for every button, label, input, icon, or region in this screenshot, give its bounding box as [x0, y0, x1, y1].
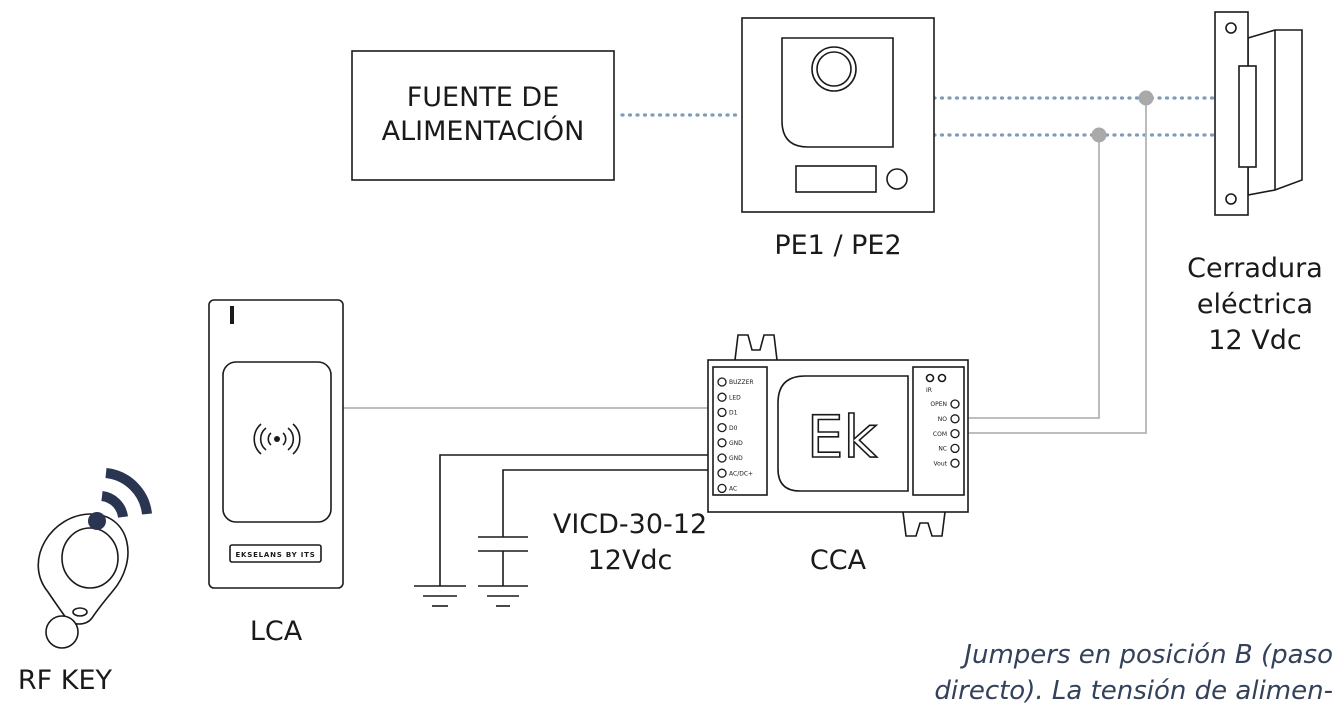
camera-ring-inner — [816, 51, 852, 87]
power-supply-line1: FUENTE DE — [406, 82, 560, 113]
ir-led-2 — [937, 373, 947, 383]
right-terminal-label: OPEN — [930, 401, 947, 408]
acdc-wire — [502, 469, 708, 537]
right-terminal-hole — [950, 414, 960, 424]
right-terminals: OPEN NO COM NC Vout — [930, 399, 960, 468]
ir-led-1 — [925, 373, 935, 383]
reader-brand-text: EKSELANS BY ITS — [235, 551, 315, 559]
left-terminal-hole — [717, 438, 727, 448]
lock-screw-bottom — [1225, 193, 1237, 205]
nfc-wave-right-3 — [292, 423, 301, 455]
wifi-icon — [88, 468, 152, 530]
left-terminal-hole — [717, 468, 727, 478]
right-terminal-block — [912, 366, 965, 496]
key-fob-hole — [72, 607, 88, 617]
nfc-wave-right-2 — [287, 427, 295, 451]
psu-small-line2: 12Vdc — [587, 545, 673, 576]
lock-screw-top — [1225, 22, 1237, 34]
right-terminal-label: COM — [933, 431, 947, 438]
gnd-wire — [439, 454, 708, 586]
ir-label: IR — [926, 387, 932, 394]
right-terminal-hole — [950, 399, 960, 409]
right-terminal-label: NO — [938, 416, 947, 423]
left-terminal-hole — [717, 422, 727, 433]
controller-body — [707, 359, 969, 513]
panel-label: PE1 / PE2 — [774, 230, 902, 261]
logo-plate — [777, 375, 909, 492]
dotted-links — [620, 96, 1217, 137]
rf-key — [37, 513, 129, 649]
left-terminal-label: D0 — [729, 425, 738, 432]
lock-latch-slot — [1238, 65, 1257, 168]
controller-logo: Ek — [807, 403, 878, 471]
left-terminal-label: LED — [729, 394, 741, 401]
key-ring — [45, 615, 79, 649]
left-terminal-label: GND — [729, 440, 743, 447]
left-terminal-hole — [717, 377, 727, 387]
reader-lca — [208, 299, 344, 589]
left-terminal-label: AC/DC+ — [729, 470, 753, 477]
power-supply-box — [351, 50, 615, 181]
door-panel — [741, 17, 935, 213]
controller-cca — [707, 334, 969, 537]
controller-label: CCA — [809, 545, 867, 576]
left-terminal-label: D1 — [729, 410, 738, 417]
nameplate — [795, 165, 877, 193]
right-terminal-hole — [950, 458, 960, 468]
jumpers-note: Jumpers en posición B (paso directo). La… — [934, 637, 1333, 709]
right-terminal-label: Vout — [934, 460, 948, 467]
mount-tab-bottom — [902, 511, 946, 537]
left-terminal-label: GND — [729, 455, 743, 462]
left-terminal-hole — [717, 453, 727, 463]
left-terminal-hole — [717, 407, 727, 418]
note-line1: Jumpers en posición B (paso — [964, 640, 1333, 670]
junction-top — [1138, 90, 1154, 106]
right-terminal-hole — [950, 428, 960, 439]
left-terminal-label: BUZZER — [729, 379, 754, 386]
power-supply-line2: ALIMENTACIÓN — [381, 116, 585, 147]
reader-card-area — [222, 361, 332, 523]
panel-camera-plate — [781, 37, 894, 148]
right-terminal-label: NC — [938, 446, 947, 453]
no-to-lock-wire — [968, 135, 1100, 419]
nfc-dot — [274, 436, 280, 442]
junction-bottom — [1091, 127, 1107, 143]
psu-small-line1: VICD-30-12 — [552, 509, 708, 540]
nfc-wave-right-1 — [282, 432, 287, 446]
note-line2: directo). La tensión de alimen- — [934, 676, 1333, 706]
left-terminal-label: AC — [729, 486, 737, 493]
left-terminal-hole — [717, 392, 727, 402]
power-supply-label: FUENTE DE ALIMENTACIÓN — [352, 81, 614, 149]
nfc-wave-left-3 — [253, 423, 262, 455]
wires — [343, 98, 1147, 434]
rfkey-label: RF KEY — [17, 665, 113, 696]
panel-body — [741, 17, 935, 213]
key-fob-body — [37, 513, 129, 625]
camera-ring-outer — [811, 46, 857, 92]
lock-label: Cerradura eléctrica 12 Vdc — [1170, 251, 1337, 359]
mount-tab-top — [734, 334, 778, 361]
lock-line3: 12 Vdc — [1208, 325, 1302, 356]
reader-label: LCA — [249, 616, 303, 647]
reader-brand-plate — [229, 544, 322, 563]
call-button — [886, 168, 908, 190]
nfc-wave-left-2 — [259, 427, 267, 451]
lock-line1: Cerradura — [1187, 253, 1323, 284]
right-terminal-hole — [950, 443, 960, 454]
key-fob-inner — [61, 527, 119, 589]
supply-wires — [414, 454, 708, 607]
left-terminal-block — [712, 366, 768, 496]
reader-body — [208, 299, 344, 589]
electric-lock — [1214, 11, 1303, 216]
nfc-wave-left-1 — [267, 432, 272, 446]
lock-line2: eléctrica — [1196, 289, 1314, 320]
com-to-lock-wire — [968, 98, 1147, 434]
psu-small-label: VICD-30-12 12Vdc — [530, 507, 730, 579]
left-terminal-hole — [717, 483, 727, 494]
